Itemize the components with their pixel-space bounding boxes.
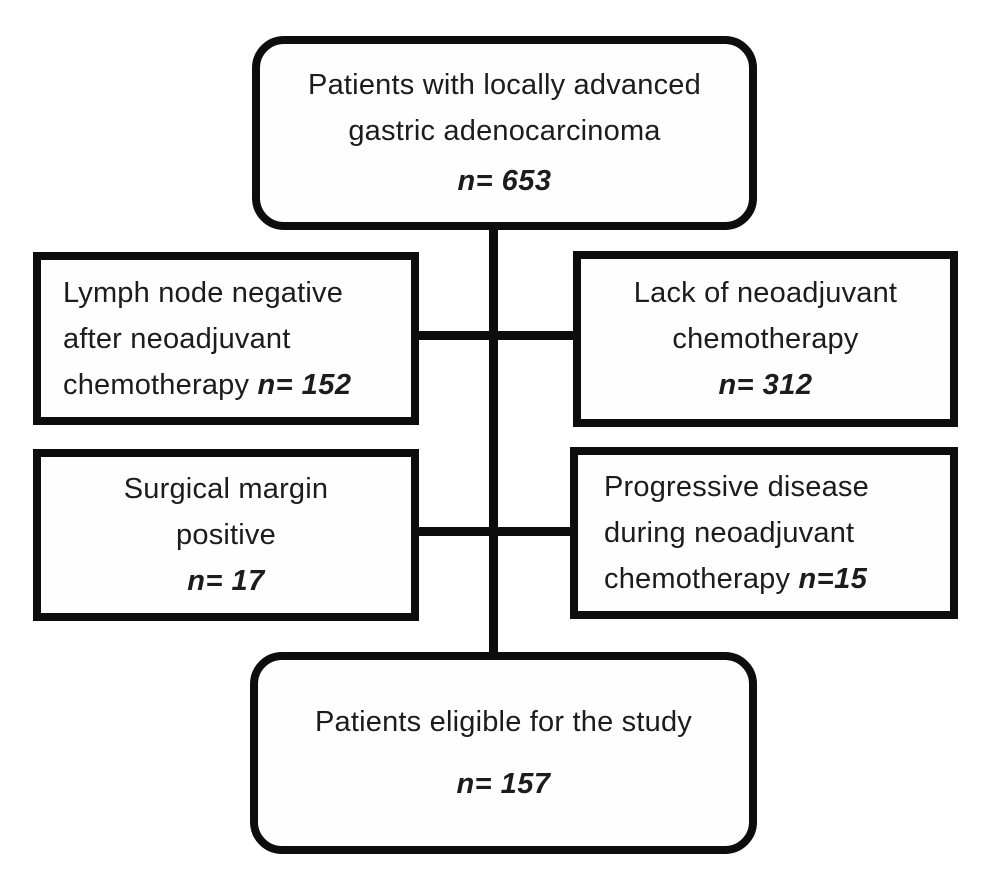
box-exclusion-surgical-margin: Surgical margin positive n= 17: [33, 449, 419, 621]
connector-row1-horizontal: [415, 331, 577, 340]
box-text-line: Patients with locally advanced: [308, 69, 701, 101]
box-text-line: Patients eligible for the study: [315, 706, 692, 738]
box-text-line: after neoadjuvant: [63, 322, 291, 355]
n-value: n= 157: [456, 768, 551, 800]
box-text-line: Progressive disease: [604, 471, 869, 503]
n-value: n= 312: [718, 369, 813, 401]
box-text-line: chemotherapy n= 152: [63, 362, 352, 408]
connector-vertical-spine: [489, 226, 498, 660]
box-text-line: Lymph node negative: [63, 276, 344, 309]
box-text-line: chemotherapy: [672, 323, 859, 355]
box-text-line: gastric adenocarcinoma: [348, 115, 661, 147]
box-exclusion-no-neoadjuvant: Lack of neoadjuvant chemotherapy n= 312: [573, 251, 958, 427]
connector-row2-horizontal: [415, 527, 577, 536]
box-text-line: positive: [176, 519, 276, 551]
n-value: n= 152: [257, 368, 352, 401]
box-total-patients: Patients with locally advanced gastric a…: [252, 36, 757, 230]
box-eligible-patients: Patients eligible for the study n= 157: [250, 652, 757, 854]
n-value: n=15: [798, 563, 868, 595]
box-text-fragment: chemotherapy: [63, 368, 250, 401]
box-exclusion-lymph-node-negative: Lymph node negative after neoadjuvant ch…: [33, 252, 419, 425]
box-text-line: Surgical margin: [123, 473, 329, 505]
n-value: n= 653: [457, 165, 552, 197]
box-text-line: during neoadjuvant: [604, 517, 855, 549]
box-text-line: chemotherapy n=15: [604, 556, 867, 602]
box-text-line: Lack of neoadjuvant: [633, 277, 898, 309]
box-exclusion-progressive-disease: Progressive disease during neoadjuvant c…: [570, 447, 958, 619]
box-text-fragment: chemotherapy: [604, 563, 791, 595]
n-value: n= 17: [187, 565, 265, 597]
